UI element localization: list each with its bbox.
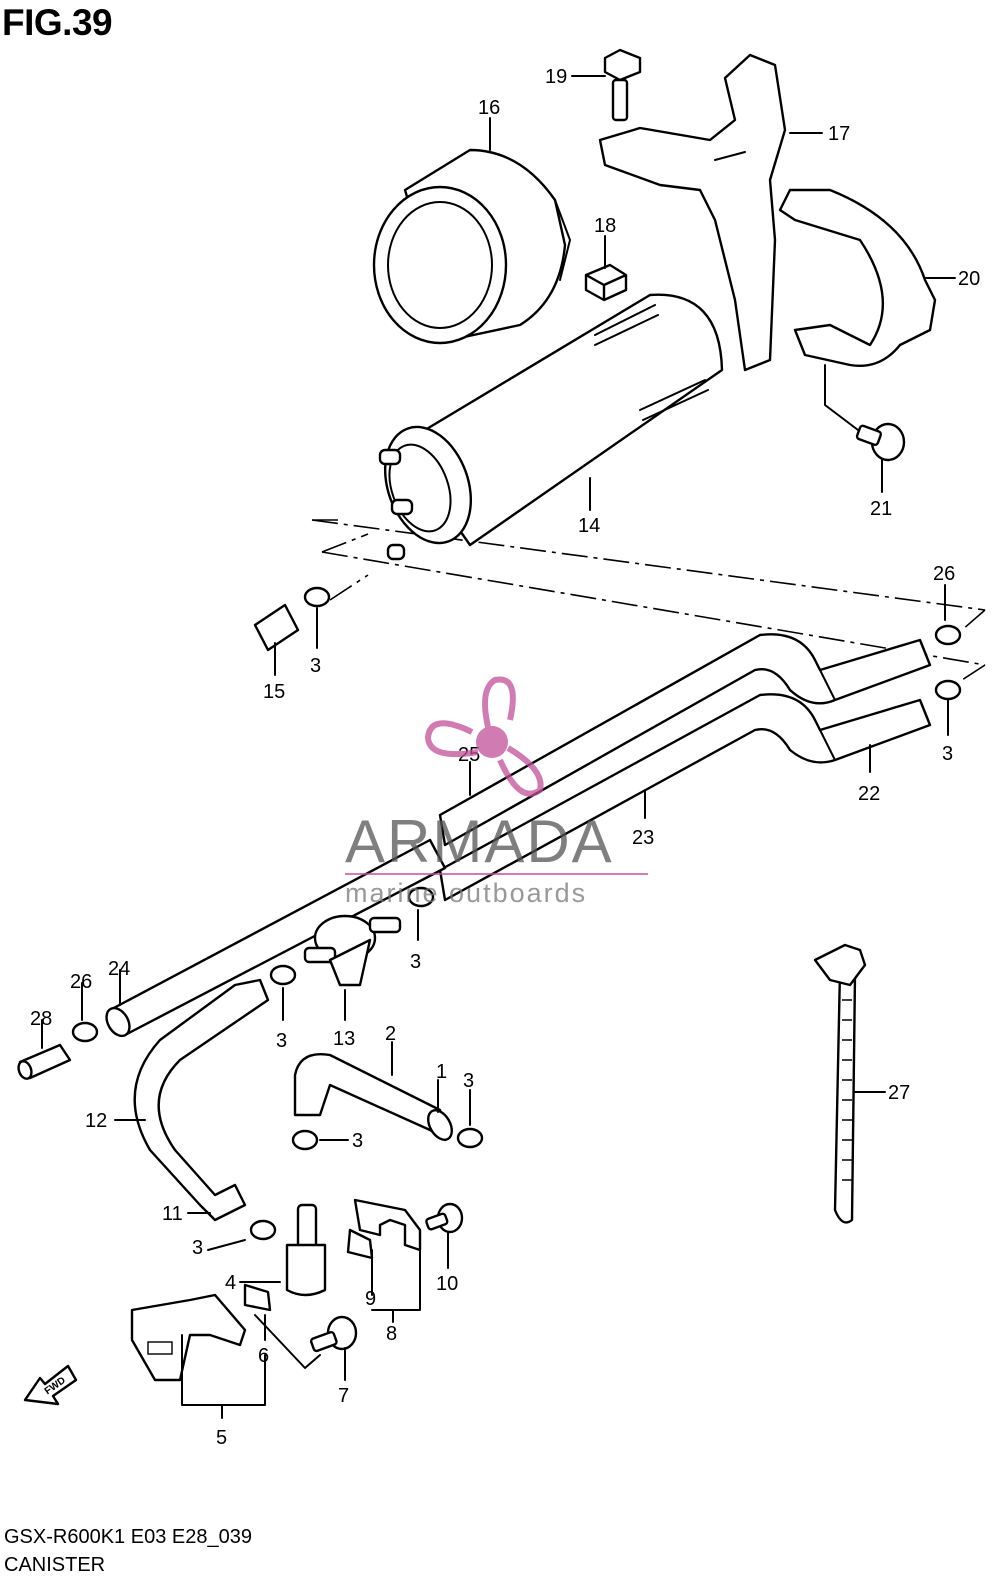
callout-6: 6 bbox=[258, 1345, 269, 1367]
figure-name: CANISTER bbox=[4, 1554, 106, 1576]
callout-3g: 3 bbox=[192, 1237, 203, 1259]
guide-lines bbox=[311, 519, 986, 681]
callout-21: 21 bbox=[870, 498, 892, 520]
watermark-tagline: marine outboards bbox=[345, 878, 587, 908]
screw-7 bbox=[309, 1315, 358, 1353]
canister-bracket bbox=[598, 53, 787, 372]
callout-19: 19 bbox=[545, 66, 567, 88]
bracket-slot bbox=[714, 151, 746, 161]
callout-3d: 3 bbox=[276, 1030, 287, 1052]
callout-7: 7 bbox=[338, 1385, 349, 1407]
callout-16: 16 bbox=[478, 97, 500, 119]
screw-21 bbox=[855, 422, 906, 462]
callout-18: 18 bbox=[594, 215, 616, 237]
elbow-hose-2 bbox=[293, 1053, 447, 1142]
callout-2: 2 bbox=[385, 1023, 396, 1045]
callout-13: 13 bbox=[333, 1028, 355, 1050]
callout-5: 5 bbox=[216, 1427, 227, 1449]
callout-20: 20 bbox=[958, 268, 980, 290]
propeller-logo-icon bbox=[424, 676, 544, 797]
clamp-8 bbox=[353, 1198, 422, 1252]
callout-8: 8 bbox=[386, 1323, 397, 1345]
callout-3f: 3 bbox=[352, 1130, 363, 1152]
callout-3b: 3 bbox=[942, 743, 953, 765]
callout-27: 27 bbox=[888, 1082, 910, 1104]
check-valve bbox=[303, 914, 402, 987]
rubber-pad bbox=[584, 263, 628, 302]
bolt-19 bbox=[603, 48, 642, 122]
fitting-4 bbox=[285, 1203, 327, 1297]
long-hoses bbox=[438, 633, 932, 902]
callout-23: 23 bbox=[632, 827, 654, 849]
callout-3a: 3 bbox=[310, 655, 321, 677]
callout-9: 9 bbox=[365, 1288, 376, 1310]
watermark-brand: ARMADA bbox=[345, 808, 614, 875]
callout-26b: 26 bbox=[70, 971, 92, 993]
callout-24: 24 bbox=[108, 958, 130, 980]
callout-4: 4 bbox=[225, 1272, 236, 1294]
callout-22: 22 bbox=[858, 783, 880, 805]
callout-10: 10 bbox=[436, 1273, 458, 1295]
cable-tie bbox=[813, 943, 867, 1224]
callout-1: 1 bbox=[436, 1061, 447, 1083]
canister-holder bbox=[778, 188, 937, 367]
callout-28: 28 bbox=[30, 1008, 52, 1030]
callout-3e: 3 bbox=[463, 1070, 474, 1092]
callout-11: 11 bbox=[162, 1203, 183, 1225]
callout-14: 14 bbox=[578, 515, 600, 537]
cap-15 bbox=[253, 603, 300, 652]
forward-arrow-icon: FWD bbox=[23, 1364, 78, 1406]
callout-12: 12 bbox=[85, 1110, 107, 1132]
canister-cap bbox=[372, 148, 571, 345]
bracket-5 bbox=[130, 1293, 247, 1382]
model-code: GSX-R600K1 E03 E28_039 bbox=[4, 1526, 252, 1548]
callout-26a: 26 bbox=[933, 563, 955, 585]
callout-3c: 3 bbox=[410, 951, 421, 973]
hose-12 bbox=[133, 978, 270, 1222]
hose-clamps bbox=[71, 586, 962, 1241]
clamp-9 bbox=[346, 1228, 374, 1260]
clip-6 bbox=[243, 1283, 272, 1312]
screw-10 bbox=[425, 1202, 464, 1234]
watermark: ARMADA marine outboards bbox=[345, 676, 648, 908]
leader-lines bbox=[41, 75, 956, 1419]
callout-15: 15 bbox=[263, 681, 285, 703]
canister bbox=[378, 293, 724, 561]
callout-17: 17 bbox=[828, 123, 850, 145]
figure-title: FIG.39 bbox=[2, 2, 113, 43]
